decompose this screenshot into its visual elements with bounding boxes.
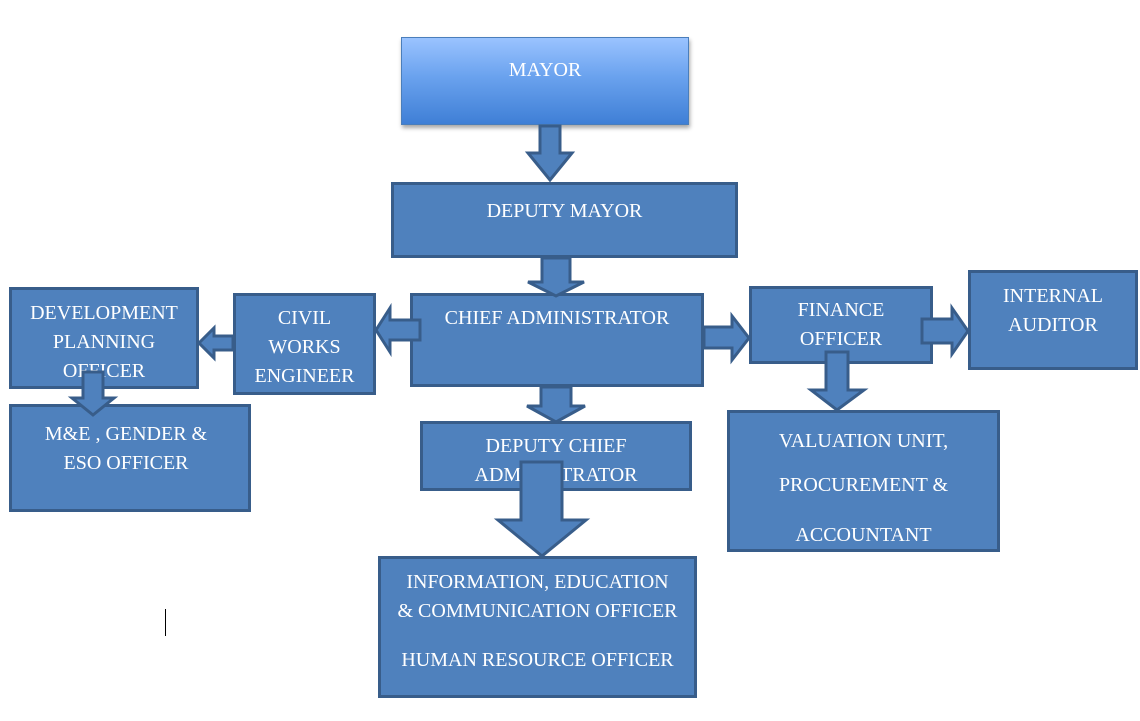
deputy-mayor-box: DEPUTY MAYOR <box>391 182 738 258</box>
development-planning-officer-line-2: PLANNING <box>52 331 156 353</box>
hr-officer-line: HUMAN RESOURCE OFFICER <box>401 649 674 671</box>
mayor-box: MAYOR <box>401 37 689 125</box>
chief-administrator-label: CHIEF ADMINISTRATOR <box>444 307 670 329</box>
finance-officer-line-1: FINANCE <box>797 299 885 321</box>
civil-works-engineer-line-2: WORKS <box>268 336 341 358</box>
finance-officer-box: FINANCE OFFICER <box>749 286 933 364</box>
iec-hr-officers-box: INFORMATION, EDUCATION & COMMUNICATION O… <box>378 556 697 698</box>
deputy-mayor-label: DEPUTY MAYOR <box>486 200 643 222</box>
mayor-label: MAYOR <box>508 59 582 81</box>
arrow-civil-works-to-development-planning <box>196 324 235 362</box>
arrow-mayor-to-deputy-mayor <box>524 124 576 183</box>
deputy-chief-administrator-line-2: ADMINISTRATOR <box>474 464 638 486</box>
arrow-chief-to-finance <box>702 311 751 365</box>
iec-officer-line-2: & COMMUNICATION OFFICER <box>397 600 678 622</box>
iec-officer-line-1: INFORMATION, EDUCATION <box>406 571 669 593</box>
internal-auditor-line-1: INTERNAL <box>1003 285 1103 307</box>
internal-auditor-line-2: AUDITOR <box>1008 314 1098 336</box>
development-planning-officer-box: DEVELOPMENT PLANNING OFFICER <box>9 287 199 389</box>
valuation-procurement-accountant-box: VALUATION UNIT, PROCUREMENT & ACCOUNTANT <box>727 410 1000 552</box>
civil-works-engineer-box: CIVIL WORKS ENGINEER <box>233 293 376 395</box>
accountant-line: ACCOUNTANT <box>795 524 932 546</box>
me-gender-eso-officer-line-2: ESO OFFICER <box>63 452 189 474</box>
finance-officer-line-2: OFFICER <box>799 328 883 350</box>
deputy-chief-administrator-box: DEPUTY CHIEF ADMINISTRATOR <box>420 421 692 491</box>
text-cursor <box>165 609 166 636</box>
internal-auditor-box: INTERNAL AUDITOR <box>968 270 1138 370</box>
development-planning-officer-line-1: DEVELOPMENT <box>30 302 178 324</box>
procurement-line: PROCUREMENT & <box>778 474 949 496</box>
deputy-chief-administrator-line-1: DEPUTY CHIEF <box>485 435 627 457</box>
me-gender-eso-officer-box: M&E , GENDER & ESO OFFICER <box>9 404 251 512</box>
arrow-chief-to-deputy-chief <box>526 385 586 424</box>
chief-administrator-box: CHIEF ADMINISTRATOR <box>410 293 704 387</box>
arrow-deputy-mayor-to-chief-administrator <box>527 256 585 298</box>
development-planning-officer-line-3: OFFICER <box>62 360 146 382</box>
me-gender-eso-officer-line-1: M&E , GENDER & <box>44 423 208 445</box>
civil-works-engineer-line-1: CIVIL <box>277 307 332 329</box>
valuation-unit-line: VALUATION UNIT, <box>778 430 949 452</box>
civil-works-engineer-line-3: ENGINEER <box>254 365 355 387</box>
